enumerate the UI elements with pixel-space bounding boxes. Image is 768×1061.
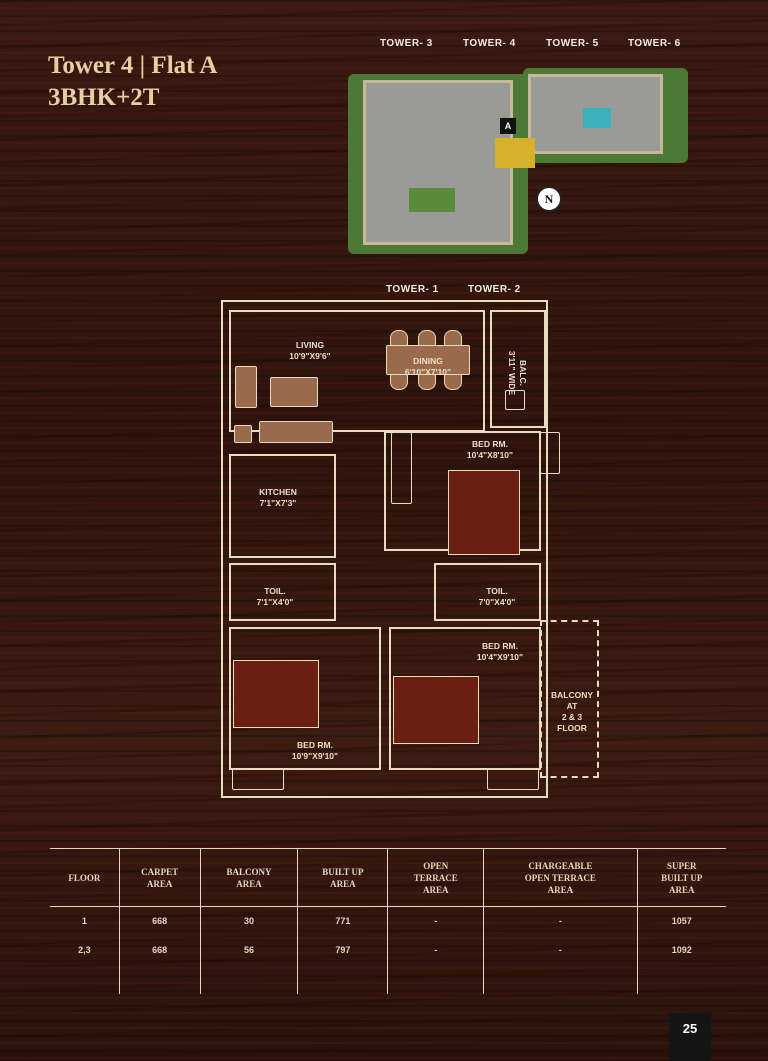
tower-2-label: TOWER- 2 [468, 284, 521, 295]
tower-5-label: TOWER- 5 [546, 38, 599, 49]
tower-6-label: TOWER- 6 [628, 38, 681, 49]
north-compass-icon: N [536, 186, 562, 212]
tower-4-label: TOWER- 4 [463, 38, 516, 49]
site-plan: A N [343, 68, 693, 263]
page-title: Tower 4 | Flat A 3BHK+2T [48, 52, 218, 111]
tower-3-label: TOWER- 3 [380, 38, 433, 49]
bed-room-2-label: BED RM.10'4"X9'10" [476, 641, 524, 662]
page-number: 25 [669, 1013, 711, 1061]
flat-a-marker: A [500, 118, 516, 134]
toilet-1-label: TOIL.7'1"X4'0" [256, 586, 294, 607]
balc-label: BALC.3'11" WIDE [507, 350, 528, 396]
col-floor: FLOOR [50, 848, 120, 907]
bed-room-3-label: BED RM.10'9"X9'10" [291, 740, 339, 761]
tower-1-label: TOWER- 1 [386, 284, 439, 295]
toilet-2-label: TOIL.7'0"X4'0" [478, 586, 516, 607]
bed-room-1-label: BED RM.10'4"X8'10" [466, 439, 514, 460]
